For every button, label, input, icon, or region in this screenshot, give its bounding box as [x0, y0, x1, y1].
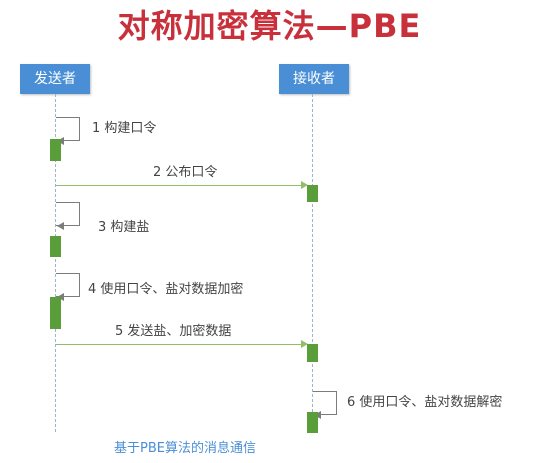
step-label: 2 公布口令: [153, 165, 218, 180]
self-message-loop: [56, 273, 80, 297]
activation-bar: [307, 344, 318, 362]
actor-sender: 发送者: [20, 64, 90, 94]
message-line: [56, 185, 303, 186]
arrow-head-icon: [57, 222, 64, 230]
arrow-head-icon: [301, 340, 308, 348]
diagram-title: 对称加密算法—PBE: [117, 7, 422, 45]
self-message-loop: [56, 202, 80, 226]
self-message-loop: [313, 391, 337, 415]
step-label: 4 使用口令、盐对数据加密: [88, 282, 244, 297]
step-label: 5 发送盐、加密数据: [115, 324, 232, 339]
message-line: [56, 344, 303, 345]
diagram-caption: 基于PBE算法的消息通信: [114, 441, 256, 456]
activation-bar: [307, 412, 318, 433]
receiver-lifeline: [312, 94, 313, 432]
sender-lifeline: [55, 94, 56, 432]
activation-bar: [50, 297, 61, 329]
arrow-head-icon: [301, 181, 308, 189]
step-label: 1 构建口令: [92, 121, 157, 136]
activation-bar: [50, 236, 61, 257]
step-label: 3 构建盐: [98, 220, 150, 235]
actor-receiver: 接收者: [279, 64, 349, 94]
step-label: 6 使用口令、盐对数据解密: [347, 395, 503, 410]
activation-bar: [50, 139, 61, 161]
activation-bar: [307, 185, 318, 202]
self-message-loop: [56, 117, 80, 141]
